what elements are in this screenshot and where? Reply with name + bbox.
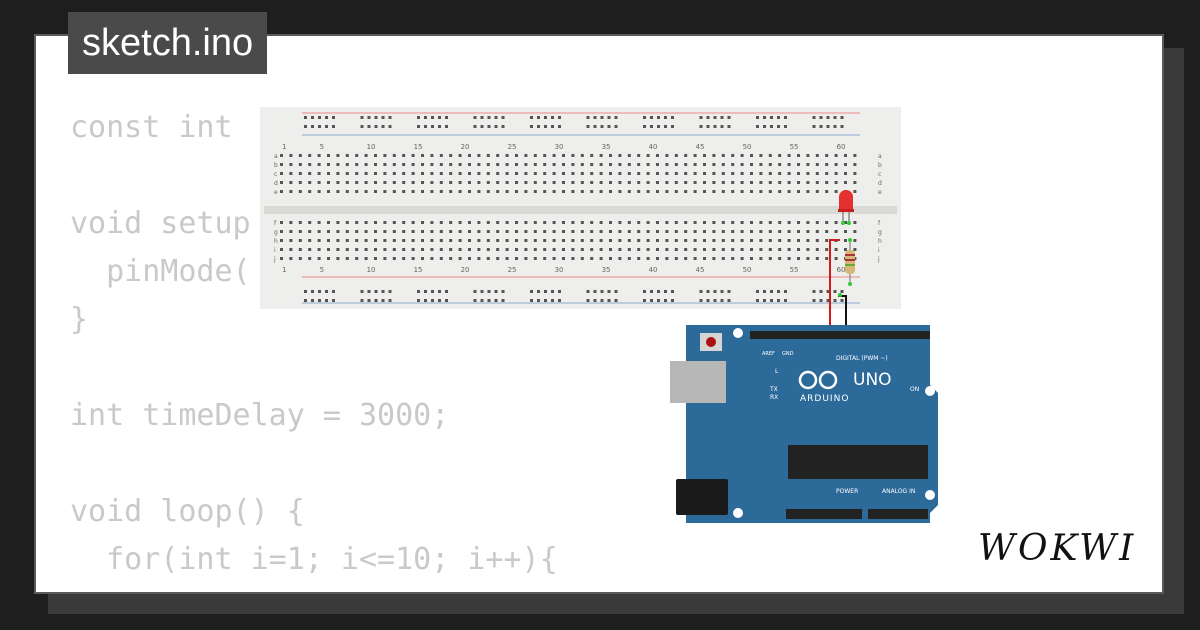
- row-letter: i: [878, 247, 880, 254]
- uno-digital-label: DIGITAL (PWM ~): [836, 355, 888, 362]
- bottom-column-number: 10: [367, 266, 376, 274]
- top-column-number: 25: [508, 143, 517, 151]
- row-letter: h: [878, 238, 882, 245]
- uno-model-label: UNO: [853, 370, 892, 390]
- row-letter: a: [878, 153, 882, 160]
- code-line: [70, 440, 612, 488]
- bottom-column-number: 35: [602, 266, 611, 274]
- code-line: pinMode(: [70, 254, 251, 289]
- uno-aref-label: AREF: [762, 351, 775, 357]
- bottom-column-number: 30: [555, 266, 564, 274]
- row-letter: c: [878, 171, 881, 178]
- code-line: int timeDelay = 3000;: [70, 398, 450, 433]
- row-letter: e: [274, 189, 278, 196]
- code-line: digitalWrite(pinLED, HIGH): [70, 584, 612, 592]
- uno-brand-label: ARDUINO: [800, 394, 849, 404]
- uno-power-label: POWER: [836, 488, 858, 495]
- top-column-number: 35: [602, 143, 611, 151]
- row-letter: g: [878, 229, 882, 236]
- code-line: void loop() {: [70, 494, 305, 529]
- top-column-number: 1: [282, 143, 286, 151]
- bottom-column-number: 15: [414, 266, 423, 274]
- top-column-number: 60: [837, 143, 846, 151]
- row-letter: j: [877, 256, 880, 263]
- bottom-column-number: 60: [837, 266, 846, 274]
- uno-rx-label: RX: [770, 394, 778, 401]
- code-line: [70, 344, 612, 392]
- row-letter: d: [274, 180, 278, 187]
- code-line: for(int i=1; i<=10; i++){: [70, 542, 558, 577]
- row-letter: j: [273, 256, 276, 263]
- row-letter: h: [274, 238, 278, 245]
- row-letter: d: [878, 180, 882, 187]
- row-letter: c: [274, 171, 277, 178]
- row-letter: g: [274, 229, 278, 236]
- bottom-column-number: 40: [649, 266, 658, 274]
- bottom-column-number: 1: [282, 266, 286, 274]
- top-column-number: 5: [320, 143, 324, 151]
- uno-gnd-label: GND: [782, 351, 794, 357]
- bottom-column-number: 5: [320, 266, 324, 274]
- arduino-uno-board[interactable]: UNO ARDUINO DIGITAL (PWM ~) POWER ANALOG…: [668, 325, 938, 525]
- bottom-column-number: 45: [696, 266, 705, 274]
- row-letter: f: [274, 220, 277, 227]
- code-preview: const int void setup pinMode(} int timeDel…: [70, 104, 612, 592]
- row-letter: a: [274, 153, 278, 160]
- bottom-column-number: 20: [461, 266, 470, 274]
- wokwi-logo: WOKWI: [978, 528, 1137, 569]
- top-column-number: 30: [555, 143, 564, 151]
- resistor[interactable]: [843, 238, 857, 286]
- top-column-number: 10: [367, 143, 376, 151]
- bottom-column-number: 25: [508, 266, 517, 274]
- uno-analog-label: ANALOG IN: [882, 488, 915, 495]
- uno-tx-label: TX: [769, 386, 778, 393]
- sketch-title: sketch.ino: [68, 12, 268, 74]
- code-line: const int: [70, 110, 233, 145]
- uno-on-label: ON: [910, 386, 919, 393]
- bottom-column-number: 55: [790, 266, 799, 274]
- row-letter: f: [878, 220, 881, 227]
- code-line: void setup: [70, 206, 251, 241]
- top-column-number: 45: [696, 143, 705, 151]
- top-column-number: 20: [461, 143, 470, 151]
- top-column-number: 50: [743, 143, 752, 151]
- row-letter: b: [274, 162, 278, 169]
- uno-l-label: L: [775, 368, 779, 375]
- row-letter: b: [878, 162, 882, 169]
- row-letter: i: [274, 247, 276, 254]
- bottom-column-number: 50: [743, 266, 752, 274]
- top-column-number: 40: [649, 143, 658, 151]
- led-red[interactable]: [836, 187, 856, 227]
- row-letter: e: [878, 189, 882, 196]
- top-column-number: 55: [790, 143, 799, 151]
- code-line: }: [70, 302, 89, 337]
- top-column-number: 15: [414, 143, 423, 151]
